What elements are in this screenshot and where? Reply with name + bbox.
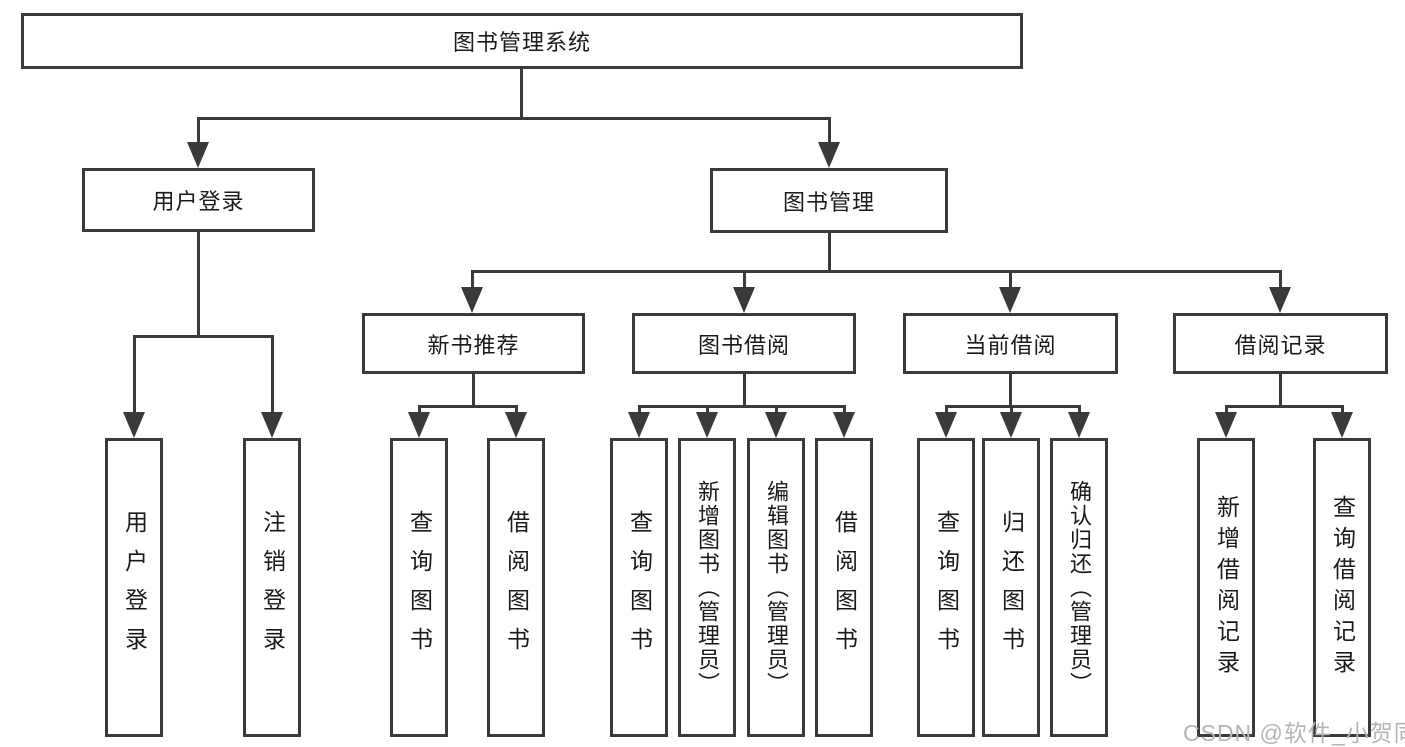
- edge-to-user-login: [197, 117, 200, 145]
- arrowhead-book-management-icon: [818, 142, 840, 168]
- edge-to-leaf-add-record: [1225, 405, 1228, 415]
- edge-to-leaf-user-login: [133, 335, 136, 415]
- arrowhead-leaf-add-record-icon: [1215, 412, 1237, 438]
- leaf-logout-label: 注销登录: [259, 509, 286, 666]
- edge-new-book-rail: [418, 405, 518, 408]
- edge-book-borrow-stem: [743, 373, 746, 407]
- edge-book-management-rail: [471, 270, 1282, 273]
- leaf-borrow-books: 借阅图书: [815, 438, 873, 737]
- leaf-confirm-return-admin: 确认归还（管理员）: [1050, 438, 1108, 737]
- arrowhead-new-book-recommend-icon: [461, 287, 483, 313]
- edge-user-login-rail: [133, 335, 274, 338]
- node-book-management: 图书管理: [710, 168, 948, 233]
- leaf-logout: 注销登录: [243, 438, 301, 737]
- leaf-borrow-books-label: 借阅图书: [831, 509, 858, 666]
- node-new-book-recommend-label: 新书推荐: [427, 332, 520, 358]
- leaf-edit-book-admin: 编辑图书（管理员）: [747, 438, 805, 737]
- leaf-query-borrow-record: 查询借阅记录: [1313, 438, 1371, 737]
- edge-to-leaf-query-current: [945, 405, 948, 415]
- arrowhead-leaf-query-record-icon: [1331, 412, 1353, 438]
- edge-new-book-stem: [472, 373, 475, 407]
- node-borrow-records: 借阅记录: [1173, 313, 1388, 374]
- edge-to-leaf-return-books: [1010, 405, 1013, 415]
- edge-to-leaf-query-recommend: [418, 405, 421, 415]
- arrowhead-leaf-query-current-icon: [935, 412, 957, 438]
- node-user-login-label: 用户登录: [152, 189, 245, 214]
- leaf-borrow-books-recommend: 借阅图书: [487, 438, 545, 737]
- edge-to-book-borrow: [743, 270, 746, 290]
- arrowhead-leaf-add-book-icon: [696, 412, 718, 438]
- node-new-book-recommend: 新书推荐: [362, 313, 585, 374]
- csdn-watermark: CSDN @软件_小贺同学: [1183, 720, 1405, 746]
- leaf-add-book-admin-label: 新增图书（管理员）: [695, 479, 720, 696]
- edge-to-book-management: [828, 117, 831, 145]
- edge-root-rail: [197, 117, 831, 120]
- arrowhead-current-borrow-icon: [999, 287, 1021, 313]
- arrowhead-leaf-borrow-books-icon: [833, 412, 855, 438]
- edge-current-borrow-stem: [1009, 373, 1012, 407]
- edge-borrow-records-rail: [1225, 405, 1343, 408]
- node-library-system: 图书管理系统: [21, 13, 1023, 69]
- node-book-borrow-label: 图书借阅: [697, 332, 790, 358]
- leaf-query-books-borrow-label: 查询图书: [626, 509, 653, 666]
- edge-to-leaf-query-record: [1341, 405, 1344, 415]
- arrowhead-leaf-confirm-return-icon: [1068, 412, 1090, 438]
- edge-to-leaf-edit-book: [775, 405, 778, 415]
- edge-to-leaf-query-borrow: [638, 405, 641, 415]
- leaf-query-books-borrow: 查询图书: [610, 438, 668, 737]
- edge-to-leaf-add-book: [706, 405, 709, 415]
- arrowhead-leaf-borrow-recommend-icon: [505, 412, 527, 438]
- leaf-user-login-label: 用户登录: [121, 509, 148, 666]
- node-current-borrow: 当前借阅: [903, 313, 1118, 374]
- leaf-return-books-label: 归还图书: [998, 509, 1025, 666]
- edge-root-stem: [520, 68, 523, 119]
- node-book-borrow: 图书借阅: [632, 313, 856, 374]
- leaf-query-books-recommend: 查询图书: [390, 438, 448, 737]
- arrowhead-borrow-records-icon: [1269, 287, 1291, 313]
- node-library-system-label: 图书管理系统: [452, 30, 591, 55]
- edge-book-borrow-rail: [638, 405, 846, 408]
- leaf-add-book-admin: 新增图书（管理员）: [678, 438, 736, 737]
- leaf-edit-book-admin-label: 编辑图书（管理员）: [764, 479, 789, 696]
- node-borrow-records-label: 借阅记录: [1234, 332, 1327, 358]
- edge-to-leaf-borrow-books: [843, 405, 846, 415]
- leaf-add-borrow-record: 新增借阅记录: [1197, 438, 1255, 737]
- arrowhead-book-borrow-icon: [733, 287, 755, 313]
- edge-to-leaf-borrow-recommend: [515, 405, 518, 415]
- leaf-borrow-books-recommend-label: 借阅图书: [503, 509, 530, 666]
- edge-book-management-stem: [828, 232, 831, 273]
- node-book-management-label: 图书管理: [782, 189, 875, 215]
- leaf-confirm-return-admin-label: 确认归还（管理员）: [1067, 479, 1092, 696]
- edge-user-login-stem: [197, 231, 200, 338]
- leaf-add-borrow-record-label: 新增借阅记录: [1213, 494, 1240, 681]
- arrowhead-user-login-icon: [187, 142, 209, 168]
- edge-to-leaf-confirm-return: [1078, 405, 1081, 415]
- leaf-query-books-current: 查询图书: [917, 438, 975, 737]
- arrowhead-leaf-query-borrow-icon: [628, 412, 650, 438]
- arrowhead-leaf-edit-book-icon: [765, 412, 787, 438]
- arrowhead-leaf-return-books-icon: [1000, 412, 1022, 438]
- arrowhead-leaf-user-login-icon: [123, 412, 145, 438]
- edge-borrow-records-stem: [1279, 373, 1282, 407]
- arrowhead-leaf-logout-icon: [261, 412, 283, 438]
- leaf-user-login: 用户登录: [105, 438, 163, 737]
- leaf-query-borrow-record-label: 查询借阅记录: [1329, 494, 1356, 681]
- edge-to-leaf-logout: [271, 335, 274, 415]
- arrowhead-leaf-query-recommend-icon: [408, 412, 430, 438]
- node-current-borrow-label: 当前借阅: [964, 332, 1057, 358]
- leaf-return-books: 归还图书: [982, 438, 1040, 737]
- edge-to-current-borrow: [1009, 270, 1012, 290]
- node-user-login: 用户登录: [82, 168, 315, 232]
- leaf-query-books-current-label: 查询图书: [933, 509, 960, 666]
- edge-to-new-book-recommend: [471, 270, 474, 290]
- leaf-query-books-recommend-label: 查询图书: [406, 509, 433, 666]
- edge-to-borrow-records: [1279, 270, 1282, 290]
